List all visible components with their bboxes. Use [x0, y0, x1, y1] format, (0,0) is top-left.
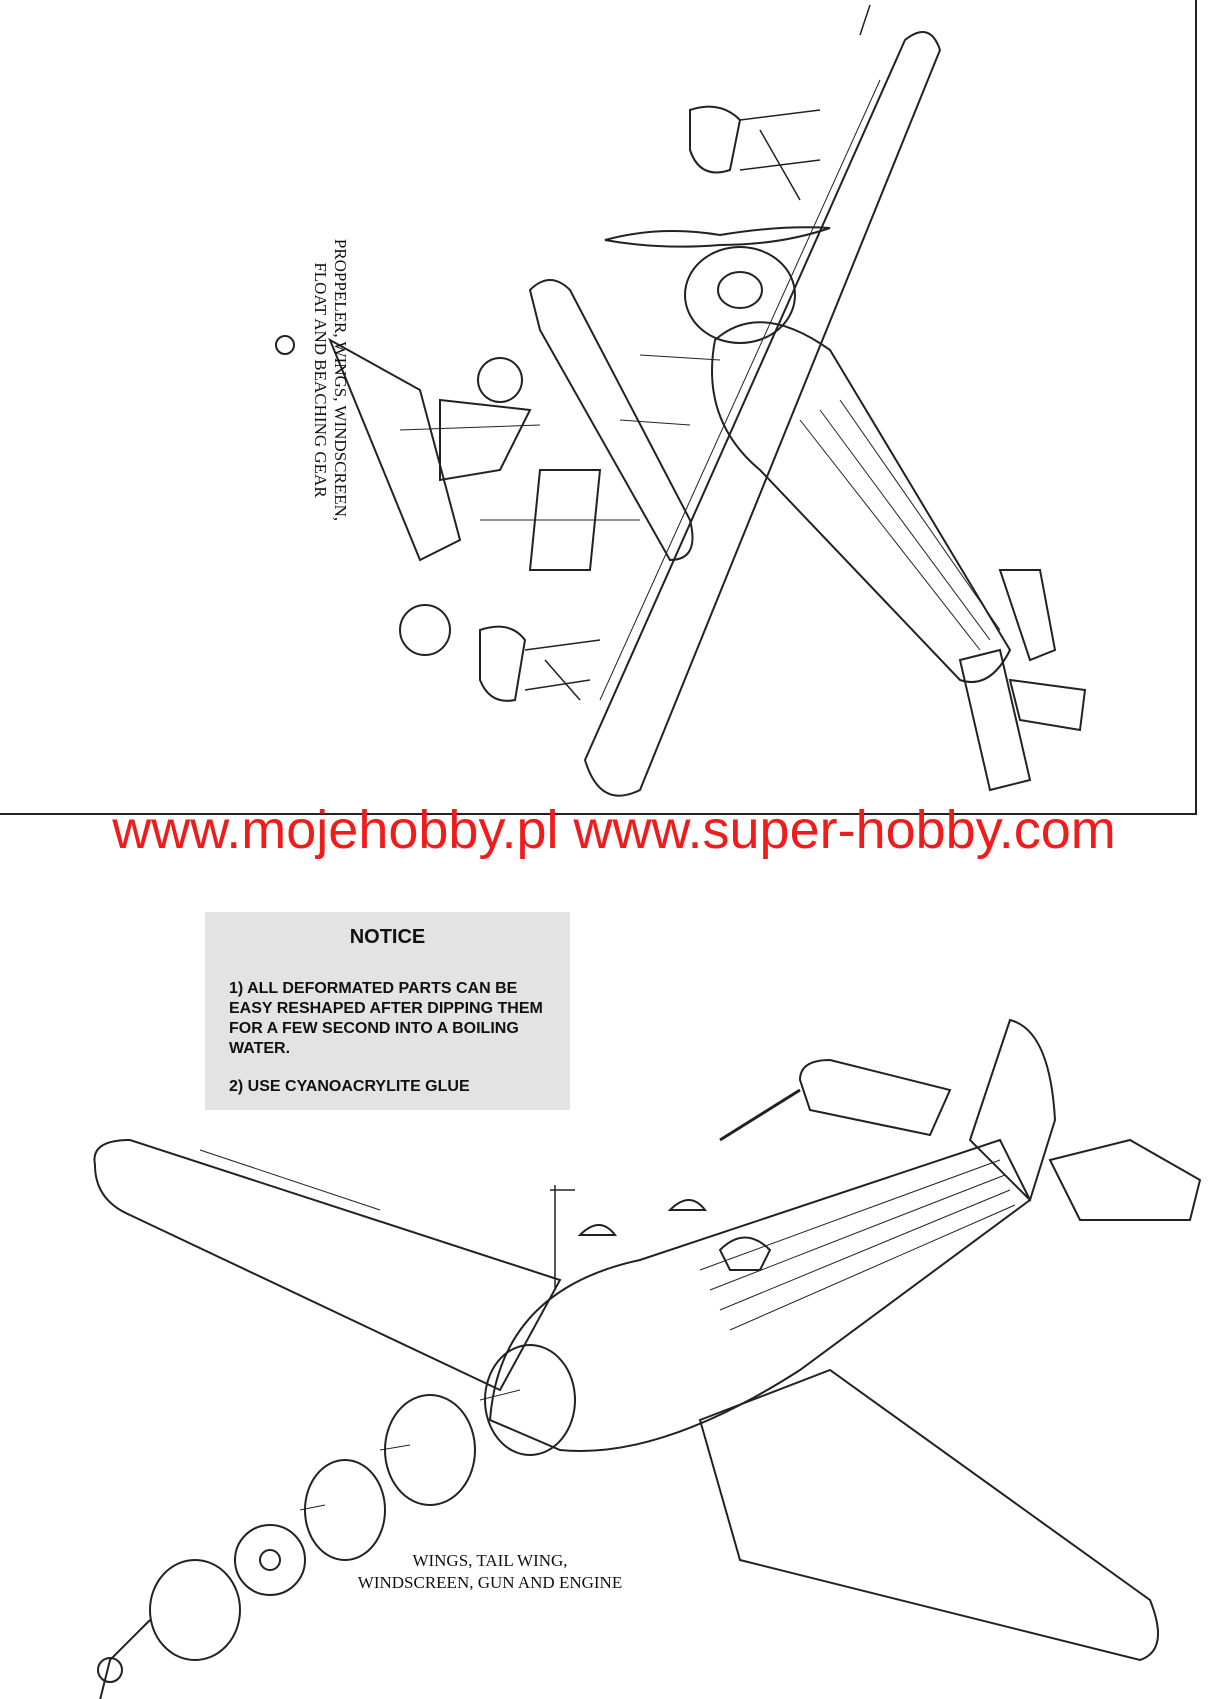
top-title-line-1: PROPPELER, WINGS, WINDSCREEN,	[331, 238, 350, 522]
gun-barrel	[719, 1088, 801, 1142]
engine-mount-ring	[484, 1344, 576, 1456]
engine-cowling	[684, 246, 796, 344]
right-float	[689, 105, 742, 174]
gear-wheel-upper	[477, 357, 523, 403]
cowling-front	[149, 1559, 241, 1661]
left-tail-wing	[798, 1058, 952, 1137]
notice-item-2: 2) USE CYANOACRYLITE GLUE	[229, 1078, 470, 1095]
floatplane-exploded-drawing	[275, 4, 1087, 797]
watermark-text: www.mojehobby.pl www.super-hobby.com	[112, 800, 1116, 860]
right-tail-wing	[1048, 1138, 1202, 1221]
notice-box: NOTICE 1) ALL DEFORMATED PARTS CAN BE EA…	[205, 912, 570, 1110]
vertical-fin	[998, 569, 1057, 662]
notice-title: NOTICE	[349, 926, 426, 948]
top-title-line-2: FLOAT AND BEACHING GEAR	[311, 262, 330, 498]
right-wing	[698, 1368, 1159, 1662]
beaching-gear-frame	[327, 337, 462, 562]
windscreen	[577, 1224, 618, 1236]
bottom-panel-caption: WINGS, TAIL WING, WINDSCREEN, GUN AND EN…	[250, 1550, 730, 1594]
cowling-ring-2	[304, 1459, 386, 1561]
fuselage-body	[488, 1138, 1032, 1452]
bottom-caption-line-2: WINDSCREEN, GUN AND ENGINE	[357, 1573, 623, 1592]
top-panel-title: PROPPELER, WINGS, WINDSCREEN, FLOAT AND …	[270, 200, 350, 560]
cowling-ring-1	[384, 1394, 476, 1506]
bottom-assembly-panel	[0, 885, 1228, 1699]
cockpit-canopy	[718, 1236, 772, 1271]
divider-line	[0, 813, 1195, 815]
upper-wing	[583, 31, 942, 797]
fighter-exploded-drawing	[93, 1018, 1202, 1699]
fuselage	[711, 321, 1012, 683]
bottom-caption-line-1: WINGS, TAIL WING,	[412, 1551, 568, 1570]
horizontal-stabilizer	[958, 648, 1032, 792]
vertical-tail	[968, 1018, 1057, 1202]
lower-wing	[528, 279, 694, 562]
right-border-line	[1195, 0, 1197, 815]
radial-engine	[234, 1524, 306, 1596]
top-assembly-panel: PROPPELER, WINGS, WINDSCREEN, FLOAT AND …	[0, 0, 1200, 815]
left-float	[479, 625, 527, 702]
left-wing	[93, 1138, 562, 1392]
gear-wheel-lower	[399, 604, 451, 656]
notice-item-1: 1) ALL DEFORMATED PARTS CAN BE EASY RESH…	[229, 980, 543, 1057]
propeller	[604, 226, 831, 248]
